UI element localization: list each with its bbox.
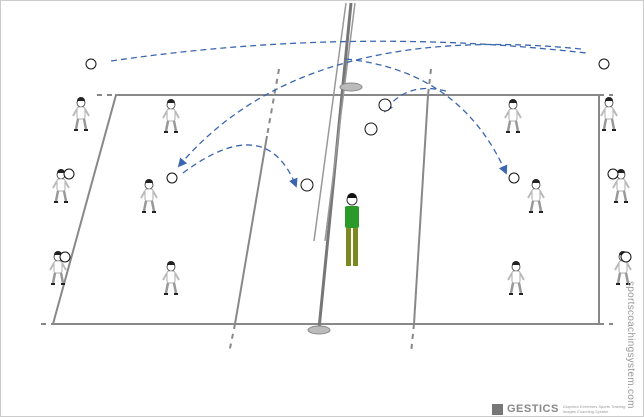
court bbox=[41, 68, 613, 354]
path-arrow bbox=[383, 87, 447, 113]
net bbox=[307, 2, 363, 335]
players bbox=[48, 95, 633, 296]
path-arrow bbox=[345, 58, 508, 175]
path-arrow bbox=[182, 144, 298, 188]
logo-icon bbox=[492, 403, 503, 415]
gestics-logo: GESTICS Graphics Exercises Sports Traini… bbox=[492, 403, 625, 415]
coach bbox=[345, 193, 359, 266]
balls bbox=[59, 58, 632, 263]
watermark: sportscoachingsystem.com bbox=[625, 281, 636, 409]
logo-name: GESTICS bbox=[507, 403, 559, 415]
path-arrow bbox=[110, 40, 587, 62]
logo-line2: Images Coaching System bbox=[562, 409, 609, 414]
logo-line1: Graphics Exercises Sports Training bbox=[562, 404, 626, 409]
path-arrow bbox=[177, 43, 582, 168]
